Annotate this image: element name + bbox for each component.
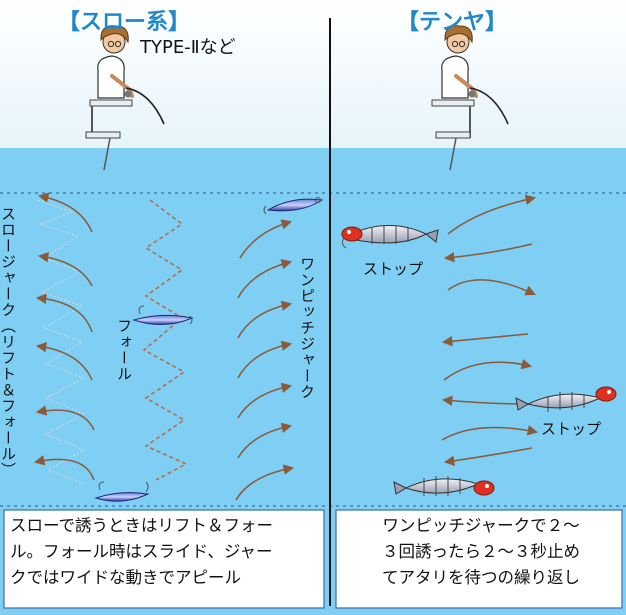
slow-jerk-label: スロージャーク（リフト＆フォール）: [0, 206, 17, 478]
tenya-jerk-arrows: [441, 194, 539, 467]
fall-path: [142, 199, 188, 481]
metal-jig-bottom: [94, 481, 150, 502]
left-caption: スローで誘うときはリフト＆フォー ル。フォール時はスライド、ジャー クではワイド…: [10, 513, 322, 591]
left-angler-figure: [85, 25, 165, 171]
left-caption-line-3: クではワイドな動きでアピール: [10, 568, 241, 587]
left-section-title: 【スロー系】: [58, 10, 191, 35]
right-caption-box: [335, 509, 623, 609]
metal-jig-middle: [132, 305, 194, 325]
model-label: TYPE-Ⅱなど: [140, 37, 236, 58]
stop-label-lower: ストップ: [541, 420, 602, 438]
metal-jig-top: [263, 197, 324, 215]
tenya-lure-bottom: [393, 476, 495, 496]
right-caption-line-3: てアタリを待つの繰り返し: [382, 568, 580, 587]
left-caption-line-2: ル。フォール時はスライド、ジャー: [10, 542, 273, 561]
right-section-title: 【テンヤ】: [397, 10, 508, 35]
fall-label: フォール: [115, 318, 133, 382]
left-caption-line-1: スローで誘うときはリフト＆フォー: [10, 516, 274, 535]
tenya-lure-middle: [515, 386, 617, 412]
one-pitch-jerk-label: ワンピッチジャーク: [298, 256, 316, 400]
slow-jerk-arrows: [33, 192, 95, 481]
right-caption-line-1: ワンピッチジャークで２～: [382, 516, 580, 535]
one-pitch-jerk-arrows: [235, 219, 295, 501]
stop-label-upper: ストップ: [363, 260, 424, 278]
right-caption: ワンピッチジャークで２～ ３回誘ったら２～３秒止め てアタリを待つの繰り返し: [346, 513, 616, 591]
tenya-lure-top: [341, 224, 439, 249]
left-caption-box: [3, 509, 325, 609]
right-angler-figure: [431, 25, 509, 171]
right-caption-line-2: ３回誘ったら２～３秒止め: [382, 542, 580, 561]
